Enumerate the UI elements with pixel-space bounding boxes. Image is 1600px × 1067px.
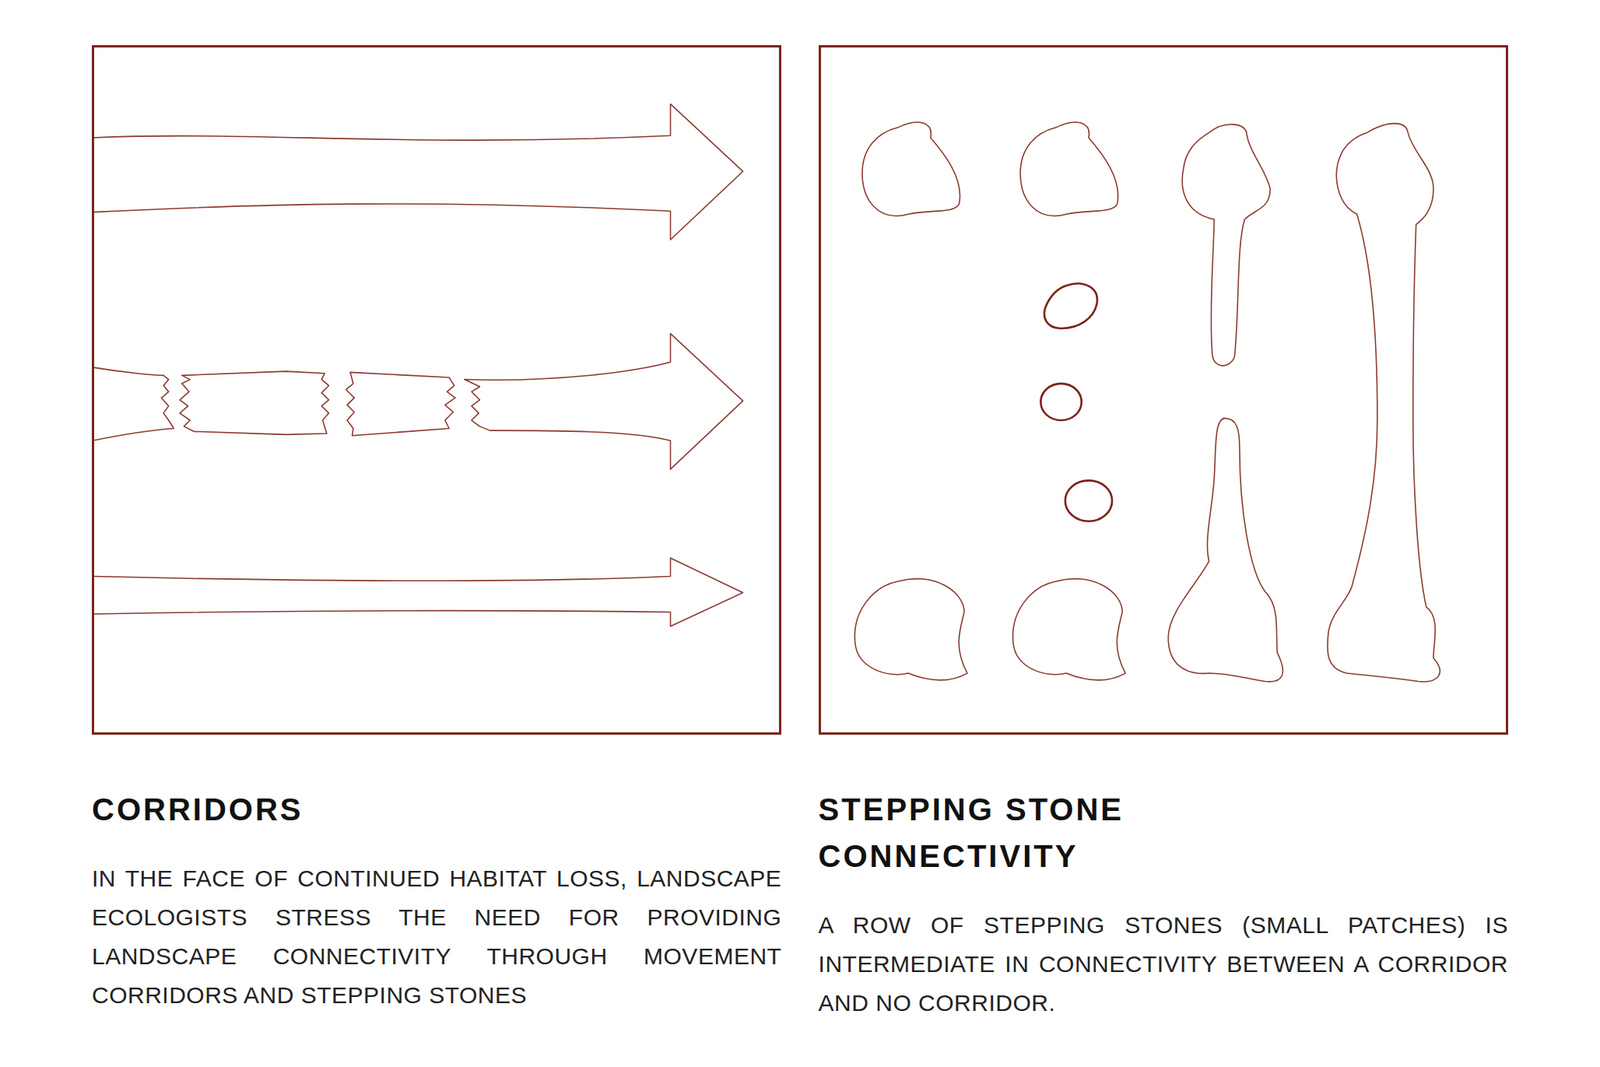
panel-description: IN THE FACE OF CONTINUED HABITAT LOSS, L…: [91, 859, 782, 1015]
habitat-patch: [1020, 122, 1119, 216]
panel-box: STEPPING STONE CONNECTIVITYA ROW OF STEP…: [818, 45, 1509, 735]
habitat-patch: [854, 578, 968, 681]
panel-heading: CORRIDORS: [91, 785, 782, 833]
corridor-arrow: [91, 557, 743, 627]
broken-corridor-piece: [179, 371, 329, 435]
habitat-patch: [1013, 578, 1127, 681]
patch-with-partial-corridor: [1182, 124, 1271, 366]
patch-with-partial-corridor: [1168, 417, 1283, 681]
stepping-stone: [1065, 480, 1113, 521]
connected-patches: [1327, 123, 1440, 682]
broken-corridor-arrow: [464, 333, 744, 470]
broken-corridor-piece: [91, 367, 174, 441]
broken-corridor-piece: [346, 371, 456, 436]
stepping-stone: [1044, 283, 1098, 329]
panel-box: CORRIDORSIN THE FACE OF CONTINUED HABITA…: [91, 45, 782, 735]
panel-heading: STEPPING STONE CONNECTIVITY: [818, 785, 1186, 880]
habitat-patch: [862, 122, 961, 216]
panel-description: A ROW OF STEPPING STONES (SMALL PATCHES)…: [818, 905, 1509, 1023]
stepping-stone: [1040, 383, 1081, 421]
corridor-arrow: [91, 104, 743, 240]
